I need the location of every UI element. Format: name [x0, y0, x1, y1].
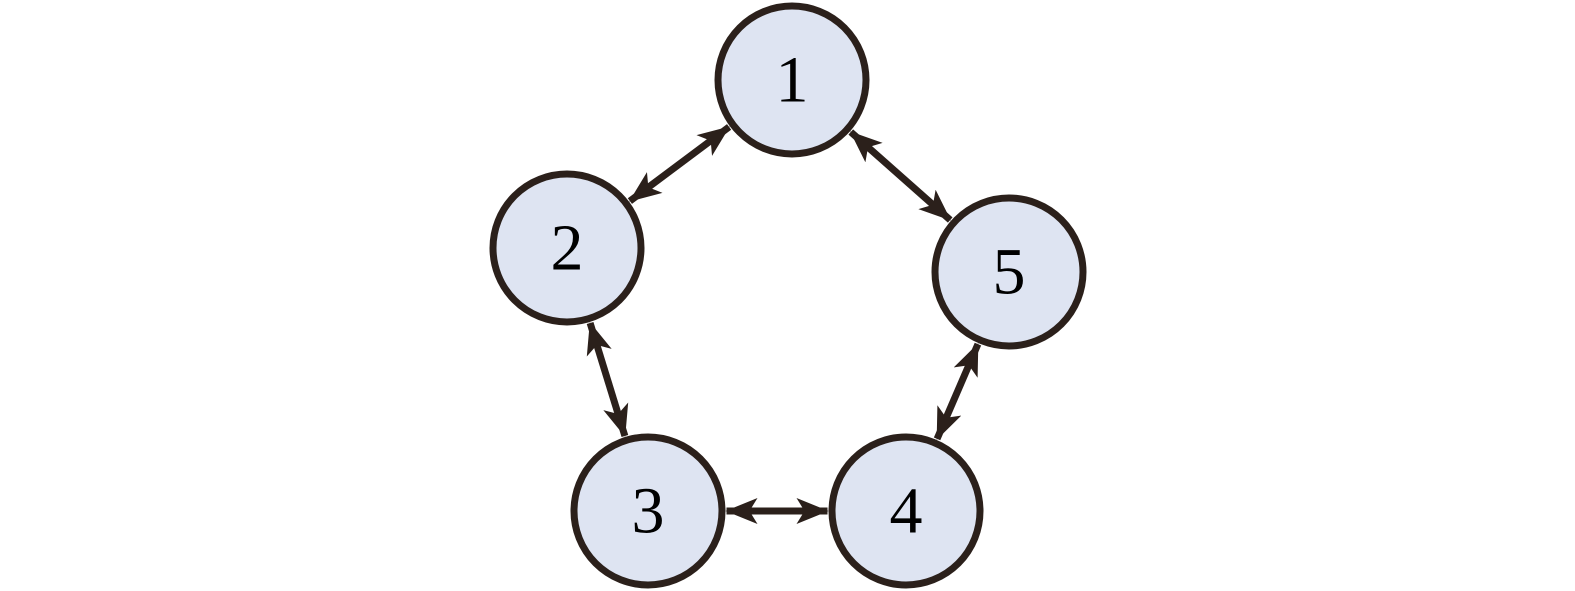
- node-label-2: 2: [551, 212, 584, 285]
- graph-node-5: 5: [931, 194, 1087, 350]
- edge-1-2: [627, 124, 732, 204]
- node-circle-5: [931, 194, 1087, 350]
- node-label-5: 5: [993, 236, 1026, 309]
- edge-5-1: [848, 129, 953, 223]
- graph-node-4: 4: [828, 433, 984, 589]
- graph-node-2: 2: [489, 170, 645, 326]
- node-label-4: 4: [890, 475, 923, 548]
- node-circle-4: [828, 433, 984, 589]
- node-circle-2: [489, 170, 645, 326]
- node-label-1: 1: [776, 44, 809, 117]
- edge-4-5: [933, 342, 982, 441]
- graph-node-1: 1: [714, 2, 870, 158]
- graph-node-3: 3: [570, 433, 726, 589]
- edge-2-3: [586, 321, 629, 438]
- node-circle-1: [714, 2, 870, 158]
- node-circle-3: [570, 433, 726, 589]
- node-label-3: 3: [632, 475, 665, 548]
